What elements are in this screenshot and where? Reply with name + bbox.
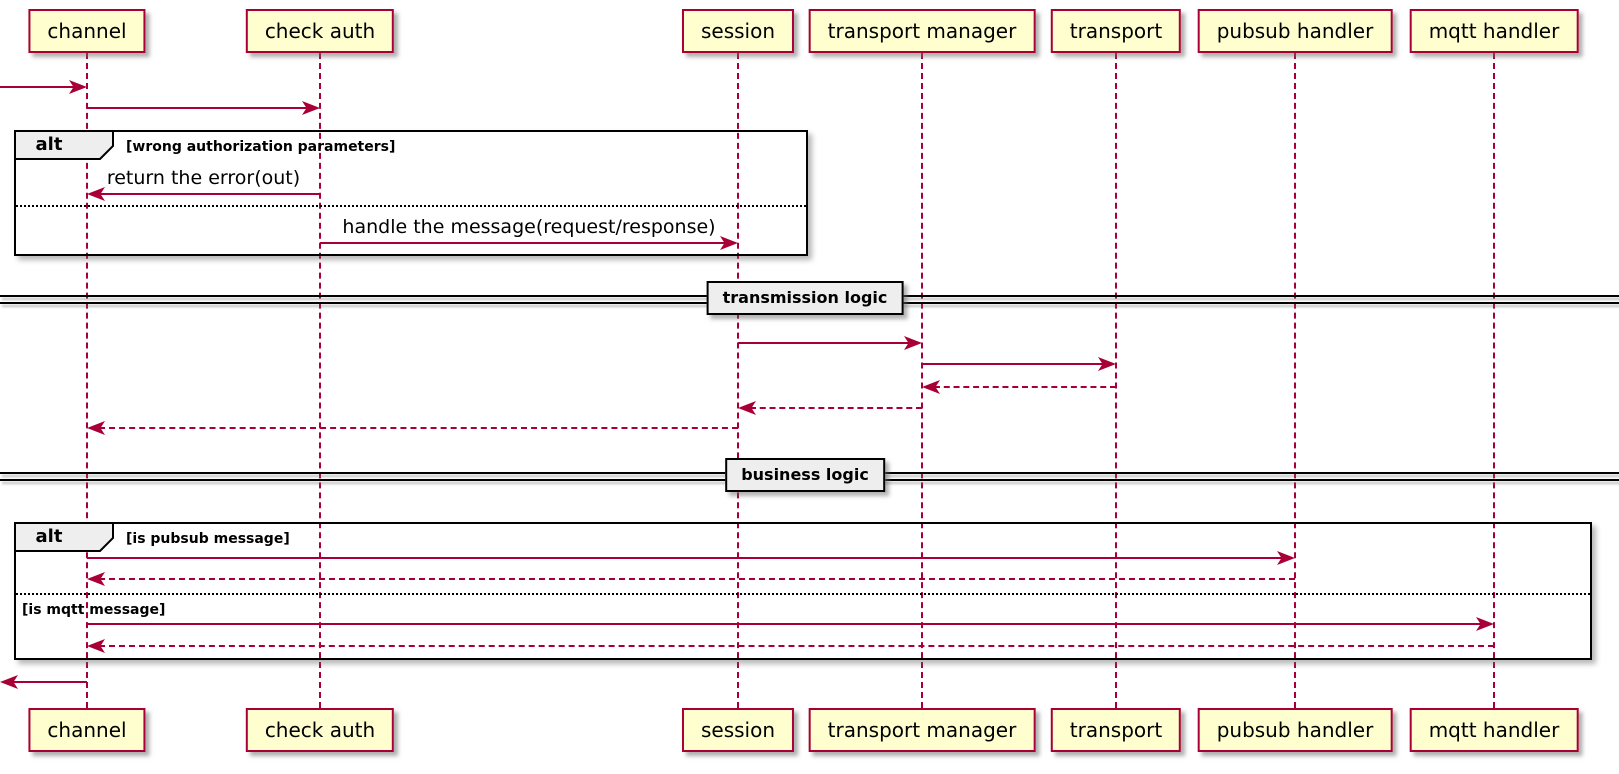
message-label-handle-message: handle the message(request/response) [342, 216, 716, 238]
alt-keyword: alt [35, 134, 63, 155]
message-arrowhead-session-to-manager [904, 336, 922, 350]
alt-condition-wrong-authorization: [wrong authorization parameters] [126, 139, 396, 155]
message-arrowhead-channel-to-checkauth [302, 101, 320, 115]
message-line-pubsub-return [99, 578, 1295, 580]
participant-bottom-transport: transport [1050, 708, 1182, 752]
alt-else-divider [16, 205, 806, 207]
alt-else-divider [16, 593, 1590, 595]
participant-bottom-check-auth: check auth [245, 708, 395, 752]
lifeline-pubsub-handler [1294, 53, 1296, 708]
message-line-channel-to-pubsub [87, 557, 1283, 559]
lifeline-mqtt-handler [1493, 53, 1495, 708]
participant-bottom-transport-manager: transport manager [808, 708, 1036, 752]
participant-bottom-pubsub-handler: pubsub handler [1197, 708, 1393, 752]
alt-keyword-tab [14, 130, 114, 160]
lifeline-check-auth [319, 53, 321, 708]
message-line-session-return [99, 427, 738, 429]
message-arrowhead-outgoing-response [0, 675, 18, 689]
alt-keyword: alt [35, 526, 63, 547]
lifeline-channel [86, 53, 88, 708]
participant-top-transport-manager: transport manager [808, 9, 1036, 53]
divider-business-logic: business logic [725, 458, 885, 492]
message-arrowhead-manager-to-transport [1098, 357, 1116, 371]
message-arrowhead-channel-to-mqtt [1476, 617, 1494, 631]
alt-fragment-message-routing: alt [is pubsub message] [is mqtt message… [14, 522, 1592, 660]
message-line-channel-to-mqtt [87, 623, 1482, 625]
participant-top-pubsub-handler: pubsub handler [1197, 9, 1393, 53]
alt-fragment-authorization: alt [wrong authorization parameters] [14, 130, 808, 256]
message-line-handle-message [320, 242, 726, 244]
participant-top-channel: channel [28, 9, 146, 53]
message-arrowhead-manager-return [738, 401, 756, 415]
message-line-manager-to-transport [922, 363, 1104, 365]
divider-transmission-logic: transmission logic [706, 281, 904, 315]
message-arrowhead-handle-message [720, 236, 738, 250]
alt-condition-is-pubsub-message: [is pubsub message] [126, 531, 290, 547]
message-line-channel-to-checkauth [87, 107, 308, 109]
message-arrowhead-channel-to-pubsub [1277, 551, 1295, 565]
message-line-transport-return [934, 386, 1116, 388]
message-line-manager-return [750, 407, 922, 409]
message-arrowhead-return-error [87, 187, 105, 201]
participant-top-check-auth: check auth [245, 9, 395, 53]
message-line-session-to-manager [738, 342, 910, 344]
message-arrowhead-mqtt-return [87, 639, 105, 653]
message-line-outgoing-response [12, 681, 87, 683]
participant-bottom-session: session [681, 708, 795, 752]
message-label-return-error: return the error(out) [106, 167, 301, 189]
alt-keyword-tab [14, 522, 114, 552]
participant-top-transport: transport [1050, 9, 1182, 53]
message-line-return-error [99, 193, 320, 195]
lifeline-transport-manager [921, 53, 923, 708]
message-arrowhead-incoming-request [69, 80, 87, 94]
lifeline-session [737, 53, 739, 708]
lifeline-transport [1115, 53, 1117, 708]
participant-top-mqtt-handler: mqtt handler [1409, 9, 1579, 53]
participant-bottom-mqtt-handler: mqtt handler [1409, 708, 1579, 752]
message-line-incoming-request [0, 86, 75, 88]
message-line-mqtt-return [99, 645, 1494, 647]
message-arrowhead-pubsub-return [87, 572, 105, 586]
message-arrowhead-session-return [87, 421, 105, 435]
participant-bottom-channel: channel [28, 708, 146, 752]
message-arrowhead-transport-return [922, 380, 940, 394]
alt-condition-is-mqtt-message: [is mqtt message] [22, 602, 166, 618]
participant-top-session: session [681, 9, 795, 53]
